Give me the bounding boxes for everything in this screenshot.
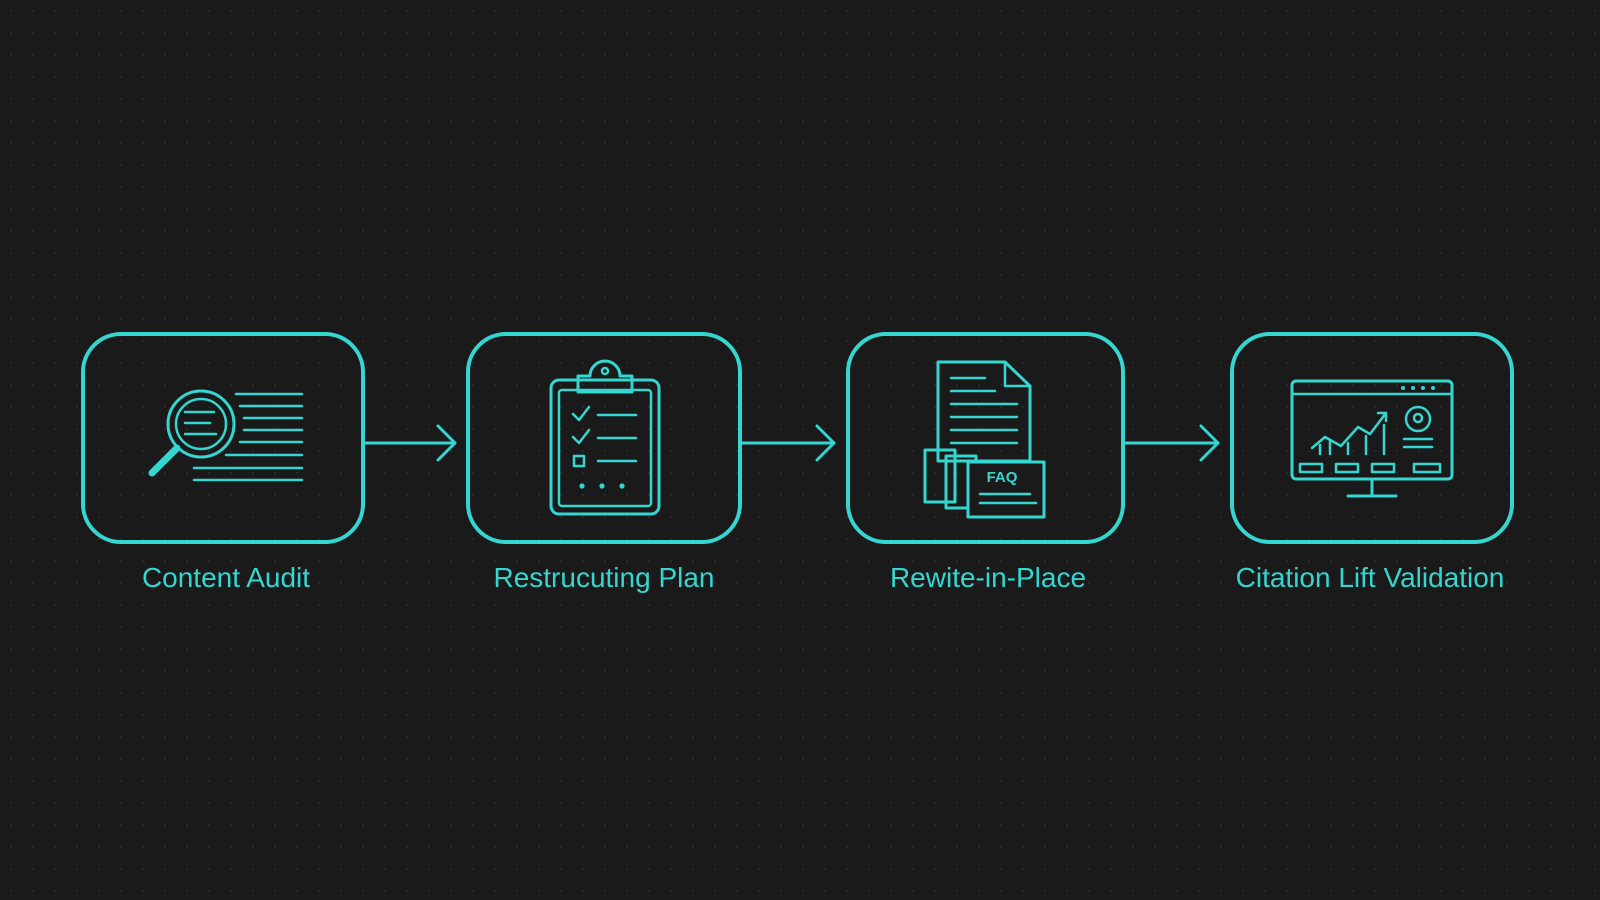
step-content-audit: Content Audit	[81, 332, 365, 593]
step-label: Content Audit	[142, 562, 310, 593]
magnifier-document-icon	[148, 389, 304, 482]
step-box-2	[466, 332, 742, 544]
faq-documents-icon: FAQ	[923, 360, 1046, 519]
step-label: Citation Lift Validation	[1236, 562, 1505, 593]
monitor-chart-icon	[1290, 379, 1454, 498]
step-box-4	[1230, 332, 1514, 544]
arrow-right	[361, 424, 457, 462]
step-restructuring-plan: Restrucuting Plan	[466, 332, 742, 593]
step-box-3	[846, 332, 1125, 544]
faq-tag: FAQ	[987, 469, 1018, 486]
step-label: Restrucuting Plan	[493, 562, 714, 593]
clipboard-checklist-icon	[549, 359, 661, 516]
step-citation-lift-validation: Citation Lift Validation	[1230, 332, 1514, 593]
step-box-1	[81, 332, 365, 544]
arrow-right	[738, 424, 836, 462]
step-label: Rewite-in-Place	[890, 562, 1086, 593]
step-rewrite-in-place: FAQ Rewite-in-Place	[846, 332, 1125, 593]
arrow-right	[1121, 424, 1220, 462]
